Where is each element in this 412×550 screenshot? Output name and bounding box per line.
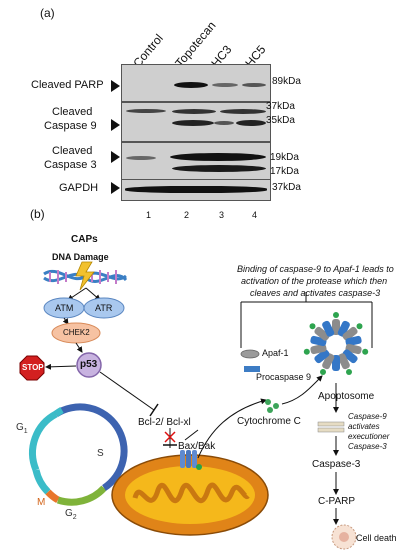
caspase3-label: Caspase-3 bbox=[312, 459, 361, 470]
stop-label: STOP bbox=[22, 363, 44, 372]
binding-text-3: cleaves and activates caspase-3 bbox=[250, 288, 381, 298]
procaspase9-icon bbox=[244, 366, 260, 372]
casp9-text-2: activates bbox=[348, 422, 380, 431]
cell-death-label: Cell death bbox=[356, 533, 397, 543]
caps-label: CAPs bbox=[71, 234, 98, 245]
size-19kda: 19kDa bbox=[270, 152, 299, 163]
lane-number-1: 1 bbox=[146, 210, 152, 220]
size-17kda: 17kDa bbox=[270, 166, 299, 177]
blot-gapdh bbox=[121, 179, 271, 201]
arrow-marker bbox=[111, 151, 120, 163]
casp9-text-3: executioner bbox=[348, 432, 390, 441]
arrow-marker bbox=[111, 119, 120, 131]
casp9-text-4: Caspase-3 bbox=[348, 442, 387, 451]
atm-label: ATM bbox=[55, 303, 74, 313]
arrow-marker bbox=[111, 80, 120, 92]
atr-node bbox=[83, 297, 125, 319]
cytochrome-label: Cytochrome C bbox=[237, 416, 301, 427]
cycle-m: M bbox=[37, 497, 46, 508]
procaspase9-label: Procaspase 9 bbox=[256, 372, 312, 382]
apoptosome-label: Apoptosome bbox=[318, 391, 375, 402]
blot-cleaved-parp bbox=[121, 64, 271, 102]
casp9-text-1: Caspase-9 bbox=[348, 412, 387, 421]
binding-text-1: Binding of caspase-9 to Apaf-1 leads to bbox=[237, 264, 394, 274]
size-89kda: 89kDa bbox=[272, 76, 301, 87]
p53-node bbox=[76, 352, 102, 378]
apaf1-icon bbox=[240, 349, 260, 359]
row-label-caspase9: Caspase 9 bbox=[44, 120, 97, 132]
stop-sign-icon bbox=[19, 355, 45, 381]
row-label-caspase3: Caspase 3 bbox=[44, 159, 97, 171]
p53-label: p53 bbox=[80, 359, 98, 370]
cycle-s: S bbox=[97, 448, 104, 459]
panel-a-label: (a) bbox=[40, 6, 55, 20]
dna-damage-label: DNA Damage bbox=[52, 252, 109, 262]
panel-b-label: (b) bbox=[30, 207, 45, 221]
lane-number-3: 3 bbox=[219, 210, 225, 220]
cell-cycle-ring bbox=[29, 403, 128, 506]
blot-caspase3 bbox=[121, 142, 271, 180]
dead-cell-icon bbox=[331, 524, 357, 550]
mitochondrion-illustration bbox=[111, 454, 269, 536]
caspase9-bar-icon bbox=[317, 421, 345, 427]
bcl2-label: Bcl-2/ Bcl-xl bbox=[138, 417, 191, 428]
apoptosome-illustration bbox=[303, 312, 369, 375]
row-label-cleaved-parp: Cleaved PARP bbox=[31, 79, 104, 91]
size-37kda-casp9: 37kDa bbox=[266, 101, 295, 112]
binding-text-2: activation of the protease which then bbox=[241, 276, 388, 286]
atr-label: ATR bbox=[95, 303, 113, 313]
cparp-label: C-PARP bbox=[318, 496, 356, 507]
cycle-g2: G2 bbox=[65, 508, 77, 521]
blot-caspase9 bbox=[121, 102, 271, 142]
apaf1-label: Apaf-1 bbox=[262, 348, 289, 358]
arrow-marker bbox=[111, 182, 120, 194]
lightning-icon bbox=[75, 261, 95, 291]
bax-bak-channel bbox=[180, 450, 185, 468]
lane-number-4: 4 bbox=[252, 210, 258, 220]
row-label-cleaved: Cleaved bbox=[52, 106, 93, 118]
size-35kda: 35kDa bbox=[266, 115, 295, 126]
row-label-gapdh: GAPDH bbox=[59, 182, 99, 194]
baxbak-label: Bax/Bak bbox=[178, 441, 216, 452]
chek2-label: CHEK2 bbox=[63, 328, 90, 337]
lane-number-2: 2 bbox=[184, 210, 190, 220]
row-label-cleaved: Cleaved bbox=[52, 145, 93, 157]
cycle-g1: G1 bbox=[16, 422, 28, 435]
size-37kda-gapdh: 37kDa bbox=[272, 182, 301, 193]
